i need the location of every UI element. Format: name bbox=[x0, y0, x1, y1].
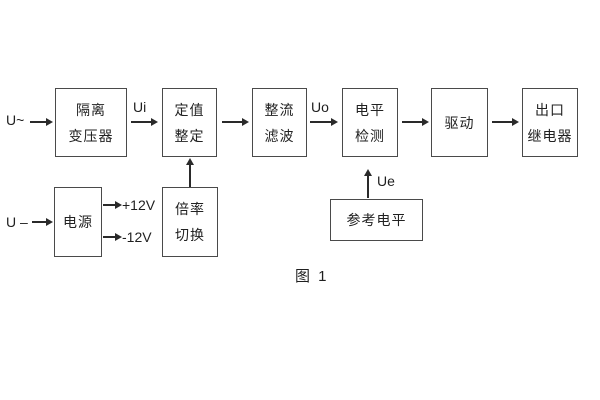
block-output-relay-line1: 出口 bbox=[535, 101, 565, 118]
block-setting-adjust-line2: 整定 bbox=[174, 127, 205, 144]
block-rectifier-filter-line1: 整流 bbox=[264, 101, 295, 118]
arrow-rail-pos12v bbox=[103, 204, 115, 206]
block-output-relay-line2: 继电器 bbox=[527, 127, 573, 144]
block-level-detect-line2: 检测 bbox=[355, 127, 385, 144]
block-rectifier-filter-line2: 滤波 bbox=[264, 127, 295, 144]
block-ratio-switch: 倍率 切换 bbox=[162, 187, 218, 257]
rail-pos12v-label: +12V bbox=[122, 197, 156, 213]
block-power-supply: 电源 bbox=[54, 187, 102, 257]
signal-ue-label: Ue bbox=[377, 173, 395, 189]
block-setting-adjust-line1: 定值 bbox=[174, 101, 205, 118]
block-reference-level-line1: 参考电平 bbox=[346, 212, 407, 228]
block-isolation-transformer-line2: 变压器 bbox=[68, 127, 114, 144]
arrow-uo bbox=[310, 121, 331, 123]
block-isolation-transformer-line1: 隔离 bbox=[76, 101, 106, 118]
arrow-rail-neg12v bbox=[103, 236, 115, 238]
block-driver: 驱动 bbox=[431, 88, 488, 157]
block-setting-adjust: 定值 整定 bbox=[162, 88, 217, 157]
arrow-detect-to-driver bbox=[402, 121, 422, 123]
block-output-relay: 出口 继电器 bbox=[522, 88, 578, 157]
dc-input-label: U – bbox=[6, 214, 28, 230]
block-driver-line1: 驱动 bbox=[444, 114, 475, 131]
block-power-supply-line1: 电源 bbox=[63, 214, 93, 230]
block-level-detect: 电平 检测 bbox=[342, 88, 398, 157]
arrow-ratio-to-adjust bbox=[189, 165, 191, 187]
arrow-ue-to-detect bbox=[367, 176, 369, 198]
block-level-detect-line1: 电平 bbox=[355, 101, 385, 118]
signal-uo-label: Uo bbox=[311, 99, 329, 115]
block-rectifier-filter: 整流 滤波 bbox=[252, 88, 307, 157]
arrow-ui bbox=[131, 121, 151, 123]
block-reference-level: 参考电平 bbox=[330, 199, 423, 241]
arrow-driver-to-relay bbox=[492, 121, 512, 123]
block-ratio-switch-line1: 倍率 bbox=[175, 201, 205, 217]
ac-input-label: U~ bbox=[6, 112, 25, 128]
signal-ui-label: Ui bbox=[133, 99, 147, 115]
figure-caption: 图 1 bbox=[295, 268, 329, 285]
block-isolation-transformer: 隔离 变压器 bbox=[55, 88, 127, 157]
arrow-dc-input bbox=[32, 221, 46, 223]
block-ratio-switch-line2: 切换 bbox=[175, 227, 205, 243]
arrow-adjust-to-rectifier bbox=[222, 121, 242, 123]
arrow-ac-input bbox=[30, 121, 46, 123]
rail-neg12v-label: -12V bbox=[122, 229, 152, 245]
